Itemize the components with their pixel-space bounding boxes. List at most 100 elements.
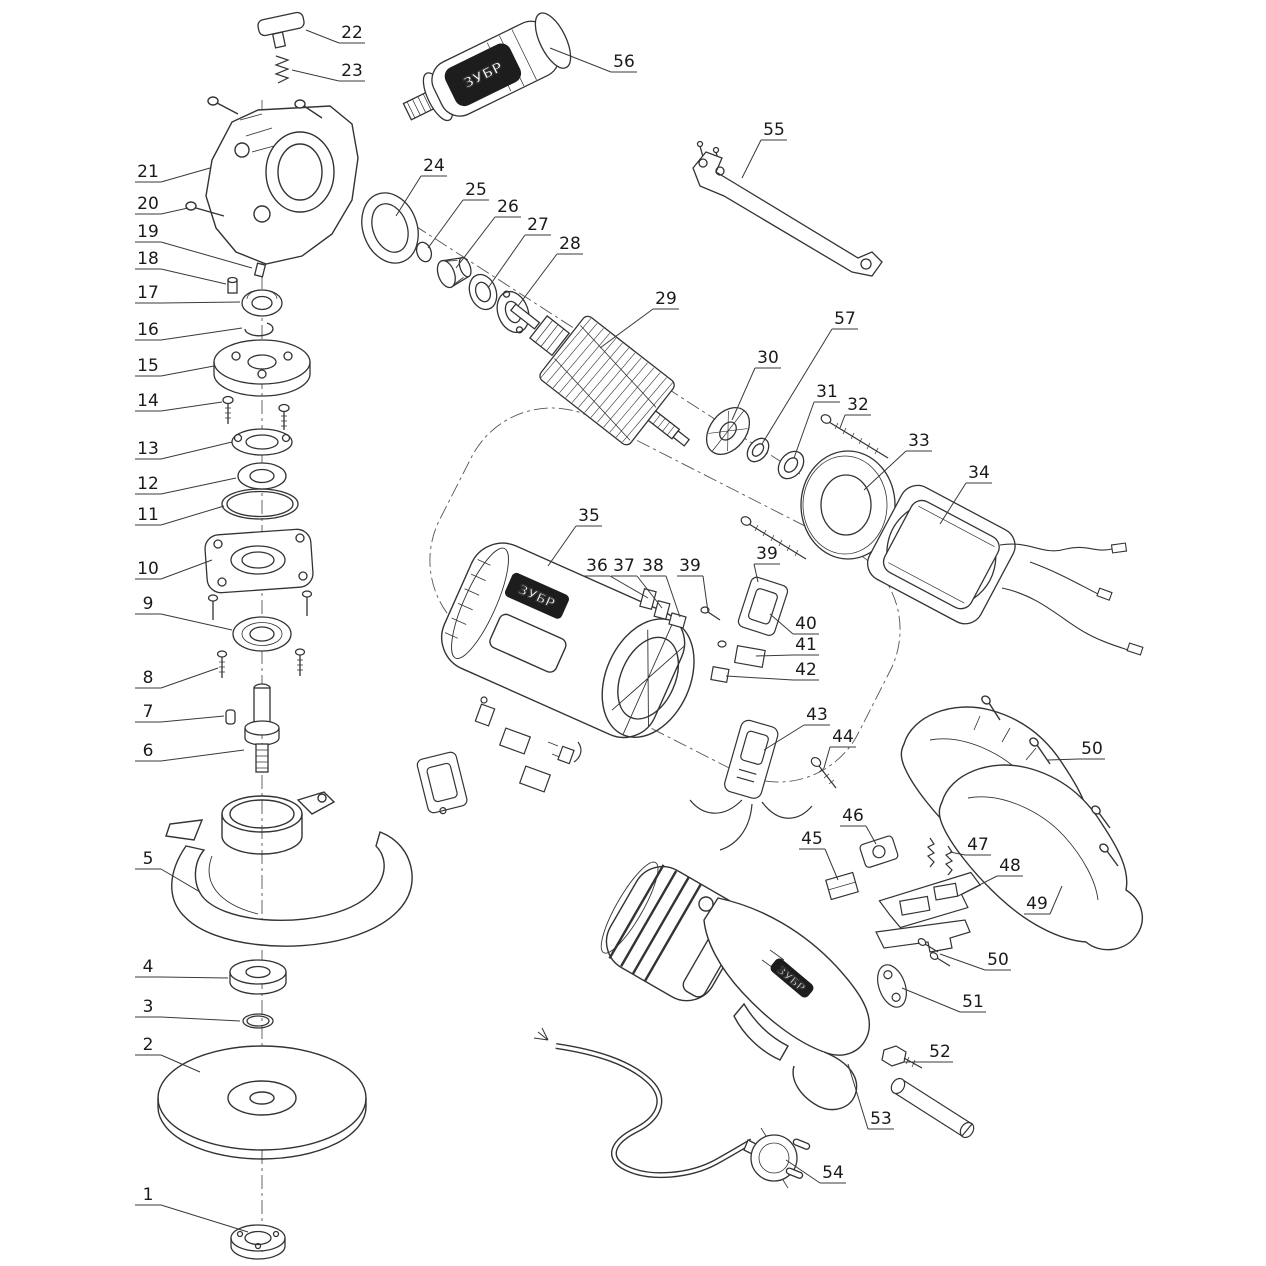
leader-line-38 [640,575,681,618]
plate-13 [231,428,293,456]
part-label-3: 3 [143,997,154,1017]
part-label-39: 39 [756,544,778,564]
leader-line-44 [823,746,856,769]
part-label-30: 30 [757,348,779,368]
part-label-18: 18 [137,249,159,269]
part-label-46: 46 [842,806,864,826]
circlip-16 [244,322,274,337]
bearing-cover-10 [204,528,314,594]
part-label-11: 11 [137,505,159,525]
part-label-50: 50 [1081,739,1103,759]
flange-gear-15 [213,339,311,397]
leader-line-16 [135,327,243,341]
trigger-switch [689,719,813,851]
leader-line-27 [487,234,551,289]
leader-line-12 [135,477,237,495]
leader-line-53 [847,1063,894,1130]
left-stack [204,262,314,773]
leader-line-42 [725,675,819,681]
stator [867,484,1016,625]
leader-line-1 [135,1204,249,1233]
part-label-49: 49 [1026,894,1048,914]
part-label-36: 36 [586,556,608,576]
part-label-7: 7 [143,702,154,722]
part-label-10: 10 [137,559,159,579]
bracket-strip [875,919,971,953]
part-label-25: 25 [465,180,487,200]
leader-line-3 [135,1016,241,1022]
leader-line-50 [939,953,1011,971]
bearing-9 [232,616,292,652]
part-label-55: 55 [763,120,785,140]
leader-line-20 [135,207,189,215]
slider-48 [878,871,982,929]
spindle-6 [244,683,280,773]
springs-47 [926,837,954,876]
part-label-6: 6 [143,741,154,761]
shell-screws-50 [981,695,1119,867]
handle-rod [890,1077,975,1139]
leader-line-21 [135,167,211,183]
part-label-43: 43 [806,705,828,725]
part-label-21: 21 [137,162,159,182]
armature [509,303,691,447]
sleeve-18 [227,276,238,294]
leader-line-45 [799,848,839,881]
part-45 [825,871,859,901]
switch-knob [257,11,305,49]
part-label-42: 42 [795,660,817,680]
part-label-24: 24 [423,156,445,176]
part-label-13: 13 [137,439,159,459]
part-label-53: 53 [870,1109,892,1129]
part-label-50: 50 [987,950,1009,970]
brush-cover [737,576,789,636]
leader-line-29 [599,308,679,349]
part-label-16: 16 [137,320,159,340]
part-label-31: 31 [816,382,838,402]
leader-line-25 [427,199,489,249]
part-label-56: 56 [613,52,635,72]
baffle-plate [800,450,896,560]
part-label-22: 22 [341,23,363,43]
leader-line-33 [863,450,932,491]
housing-screws [185,96,323,217]
leader-line-56 [549,47,637,73]
bearing-12 [237,462,287,490]
power-plug [743,1127,811,1189]
part-label-35: 35 [578,506,600,526]
part-label-2: 2 [143,1035,154,1055]
leader-line-13 [135,441,233,460]
part-label-17: 17 [137,283,159,303]
leader-line-32 [839,414,871,429]
leader-line-36 [584,575,649,599]
part-label-5: 5 [143,849,154,869]
leader-line-2 [135,1054,201,1073]
leader-line-15 [135,365,215,377]
leader-line-11 [135,505,225,526]
leader-line-26 [455,216,521,269]
part-label-26: 26 [497,197,519,217]
leader-line-39 [677,575,709,613]
part-label-57: 57 [834,309,856,329]
leader-line-23 [291,69,365,82]
part-label-32: 32 [847,395,869,415]
leader-line-18 [135,268,227,285]
motor-housing: ЗУБР [441,542,695,739]
brush-holder-46 [859,835,899,868]
part-label-28: 28 [559,234,581,254]
part-label-47: 47 [967,835,989,855]
leader-line-47 [949,851,991,856]
lock-nut-1 [230,1224,286,1260]
callouts: 1234567891011121314151617181920212223242… [135,23,1105,1233]
leader-line-41 [755,654,819,657]
part-label-44: 44 [832,727,854,747]
part-label-23: 23 [341,61,363,81]
screw-44 [810,756,837,789]
brush-switch-parts [639,576,789,683]
part-label-40: 40 [795,614,817,634]
leader-line-48 [957,875,1023,897]
leader-line-14 [135,401,223,412]
leader-line-37 [611,575,663,609]
leader-line-31 [793,401,840,459]
